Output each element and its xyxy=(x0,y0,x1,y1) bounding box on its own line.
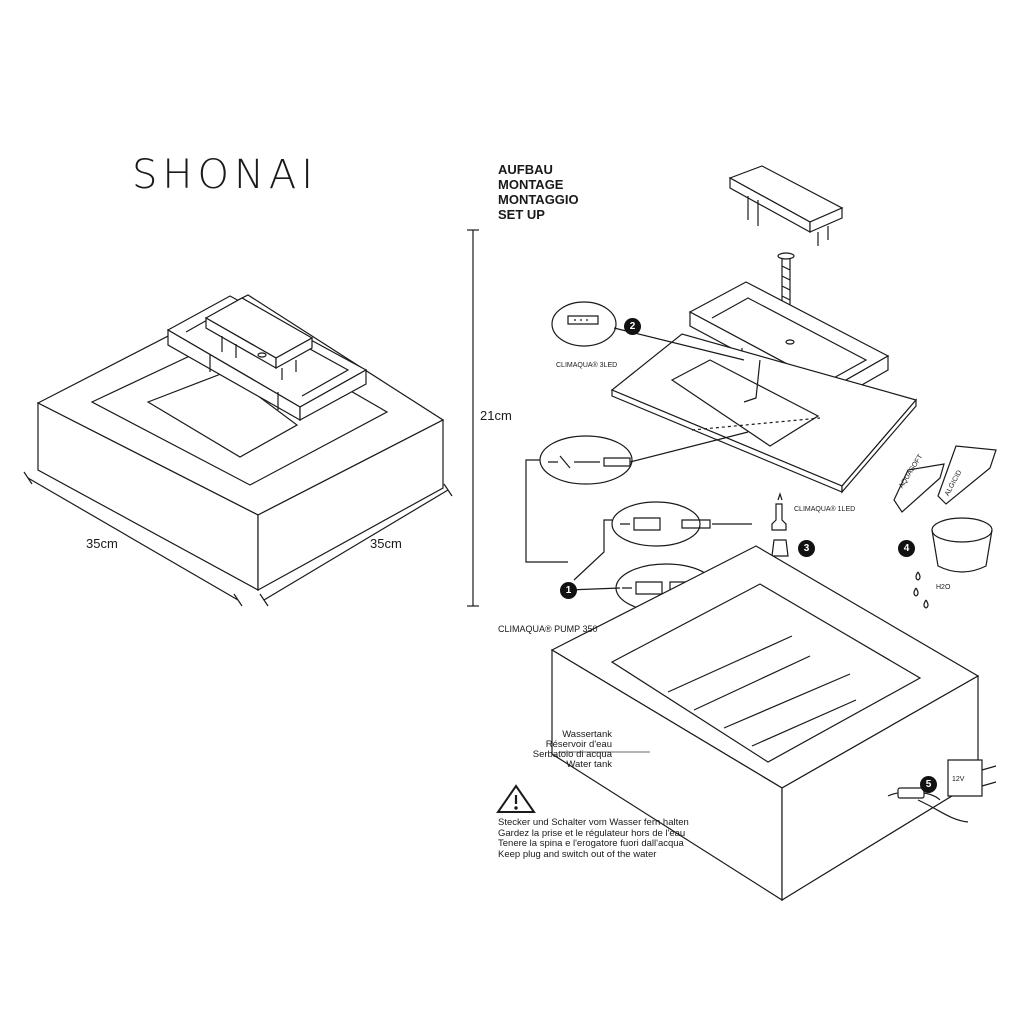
water-tank-labels: Wassertank Réservoir d'eau Serbatoio di … xyxy=(520,730,612,770)
led1-part xyxy=(772,494,786,530)
voltage-label: 12V xyxy=(952,776,965,783)
bench-side xyxy=(276,338,312,368)
dim-line-width xyxy=(28,478,238,600)
step-badge-5: 5 xyxy=(920,776,937,793)
nozzle xyxy=(258,353,266,357)
exploded-nozzle xyxy=(778,253,794,259)
led3-callout xyxy=(552,302,616,346)
tray-side xyxy=(300,370,366,420)
power-plug xyxy=(948,760,982,796)
water-cup xyxy=(932,518,992,542)
water-tank-label: Réservoir d'eau xyxy=(545,739,612,750)
step-badge-1: 1 xyxy=(560,582,577,599)
setup-title-line: MONTAGE xyxy=(498,177,564,192)
warning-text: Stecker und Schalter vom Wasser fern hal… xyxy=(498,817,689,860)
warning-line: Gardez la prise et le régulateur hors de… xyxy=(498,827,686,839)
setup-title: AUFBAU MONTAGE MONTAGGIO SET UP xyxy=(498,162,579,222)
led3-label: CLIMAQUA® 3LED xyxy=(556,362,618,369)
step-badge-2: 2 xyxy=(624,318,641,335)
led1-label: CLIMAQUA® 1LED xyxy=(794,506,856,513)
exploded-assembly xyxy=(498,166,996,900)
power-switch xyxy=(898,788,924,798)
exploded-led-plate xyxy=(672,360,818,446)
bottle-aquasoft xyxy=(894,464,944,512)
water-label: H2O xyxy=(936,584,951,591)
dim-line-depth xyxy=(264,490,448,600)
connector-callout-1 xyxy=(540,436,632,484)
water-tank-label: Wassertank xyxy=(562,729,612,740)
warning-line: Keep plug and switch out of the water xyxy=(498,848,657,860)
bottle-algicid xyxy=(938,446,996,504)
step-badge-4: 4 xyxy=(898,540,915,557)
setup-title-line: AUFBAU xyxy=(498,162,553,177)
dimension-depth-label: 35cm xyxy=(370,536,402,551)
tank-recess xyxy=(612,584,920,762)
water-plate xyxy=(148,372,297,457)
connector-callout-2 xyxy=(612,502,700,546)
base-right-face xyxy=(258,420,443,590)
brand-logo: SHONAI xyxy=(132,152,319,198)
setup-title-line: SET UP xyxy=(498,207,545,222)
setup-title-line: MONTAGGIO xyxy=(498,192,579,207)
step-badge-3: 3 xyxy=(798,540,815,557)
dimension-width-label: 35cm xyxy=(86,536,118,551)
assembled-fountain xyxy=(24,230,479,606)
water-tank-label: Serbatoio di acqua xyxy=(532,749,612,760)
warning-line: Stecker und Schalter vom Wasser fern hal… xyxy=(498,817,689,828)
dimension-height-label: 21cm xyxy=(480,408,512,423)
warning-line: Tenere la spina e l'erogatore fuori dall… xyxy=(498,838,684,849)
water-tank-label: Water tank xyxy=(566,759,612,770)
pump-label: CLIMAQUA® PUMP 350 xyxy=(498,624,598,634)
